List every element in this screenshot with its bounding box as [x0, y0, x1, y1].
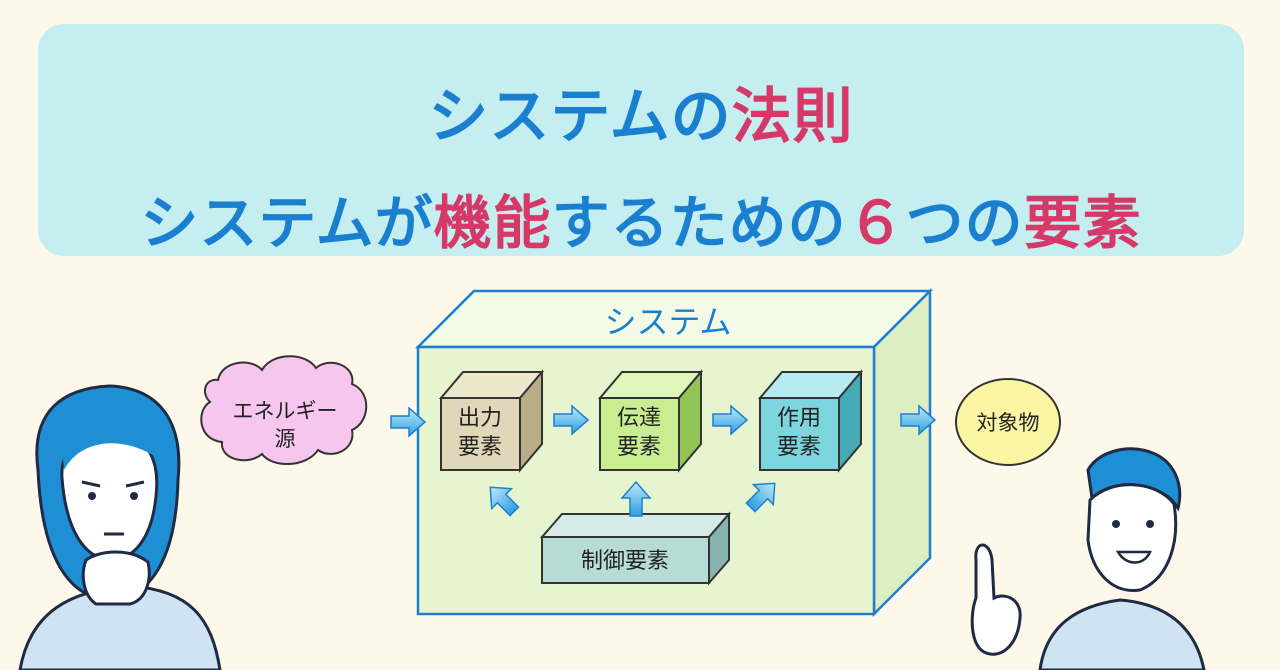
- output-element-label-2: 要素: [458, 435, 502, 460]
- transmission-element-box: 伝達 要素: [597, 369, 704, 473]
- system-label: システム: [604, 303, 731, 341]
- title-line-1-prefix: システムの: [428, 82, 732, 152]
- control-element-box: 制御要素: [539, 511, 732, 586]
- title-line-2-number: ６: [846, 189, 906, 257]
- title-banner: システムの法則 システムが機能するための６つの要素: [38, 24, 1244, 257]
- energy-source-label-2: 源: [275, 427, 296, 451]
- target-label: 対象物: [977, 411, 1040, 435]
- energy-source-label-1: エネルギー: [233, 399, 338, 423]
- output-element-box: 出力 要素: [438, 369, 545, 473]
- control-element-label: 制御要素: [581, 549, 669, 574]
- action-element-label-1: 作用: [777, 406, 821, 431]
- title-line-2-part-a: システムが: [140, 189, 434, 257]
- transmission-element-label-2: 要素: [617, 435, 661, 460]
- action-element-box: 作用 要素: [757, 369, 864, 473]
- title-line-2-highlight-2: 要素: [1023, 189, 1142, 257]
- target-object: 対象物: [955, 378, 1061, 466]
- thinking-woman-illustration: [18, 384, 222, 670]
- transmission-element-label-1: 伝達: [617, 406, 661, 431]
- title-line-2-highlight-1: 機能: [433, 189, 552, 257]
- action-element-label-2: 要素: [777, 435, 821, 460]
- energy-source-cloud: エネルギー 源: [200, 355, 368, 466]
- title-line-2-part-b: するための: [551, 189, 847, 257]
- pointing-man-illustration: [970, 447, 1206, 670]
- output-element-label-1: 出力: [458, 406, 502, 431]
- title-line-1-highlight: 法則: [731, 82, 854, 152]
- title-line-2: システムが機能するための６つの要素: [38, 176, 1244, 260]
- title-line-2-part-c: つの: [905, 189, 1024, 257]
- title-line-1: システムの法則: [38, 68, 1244, 155]
